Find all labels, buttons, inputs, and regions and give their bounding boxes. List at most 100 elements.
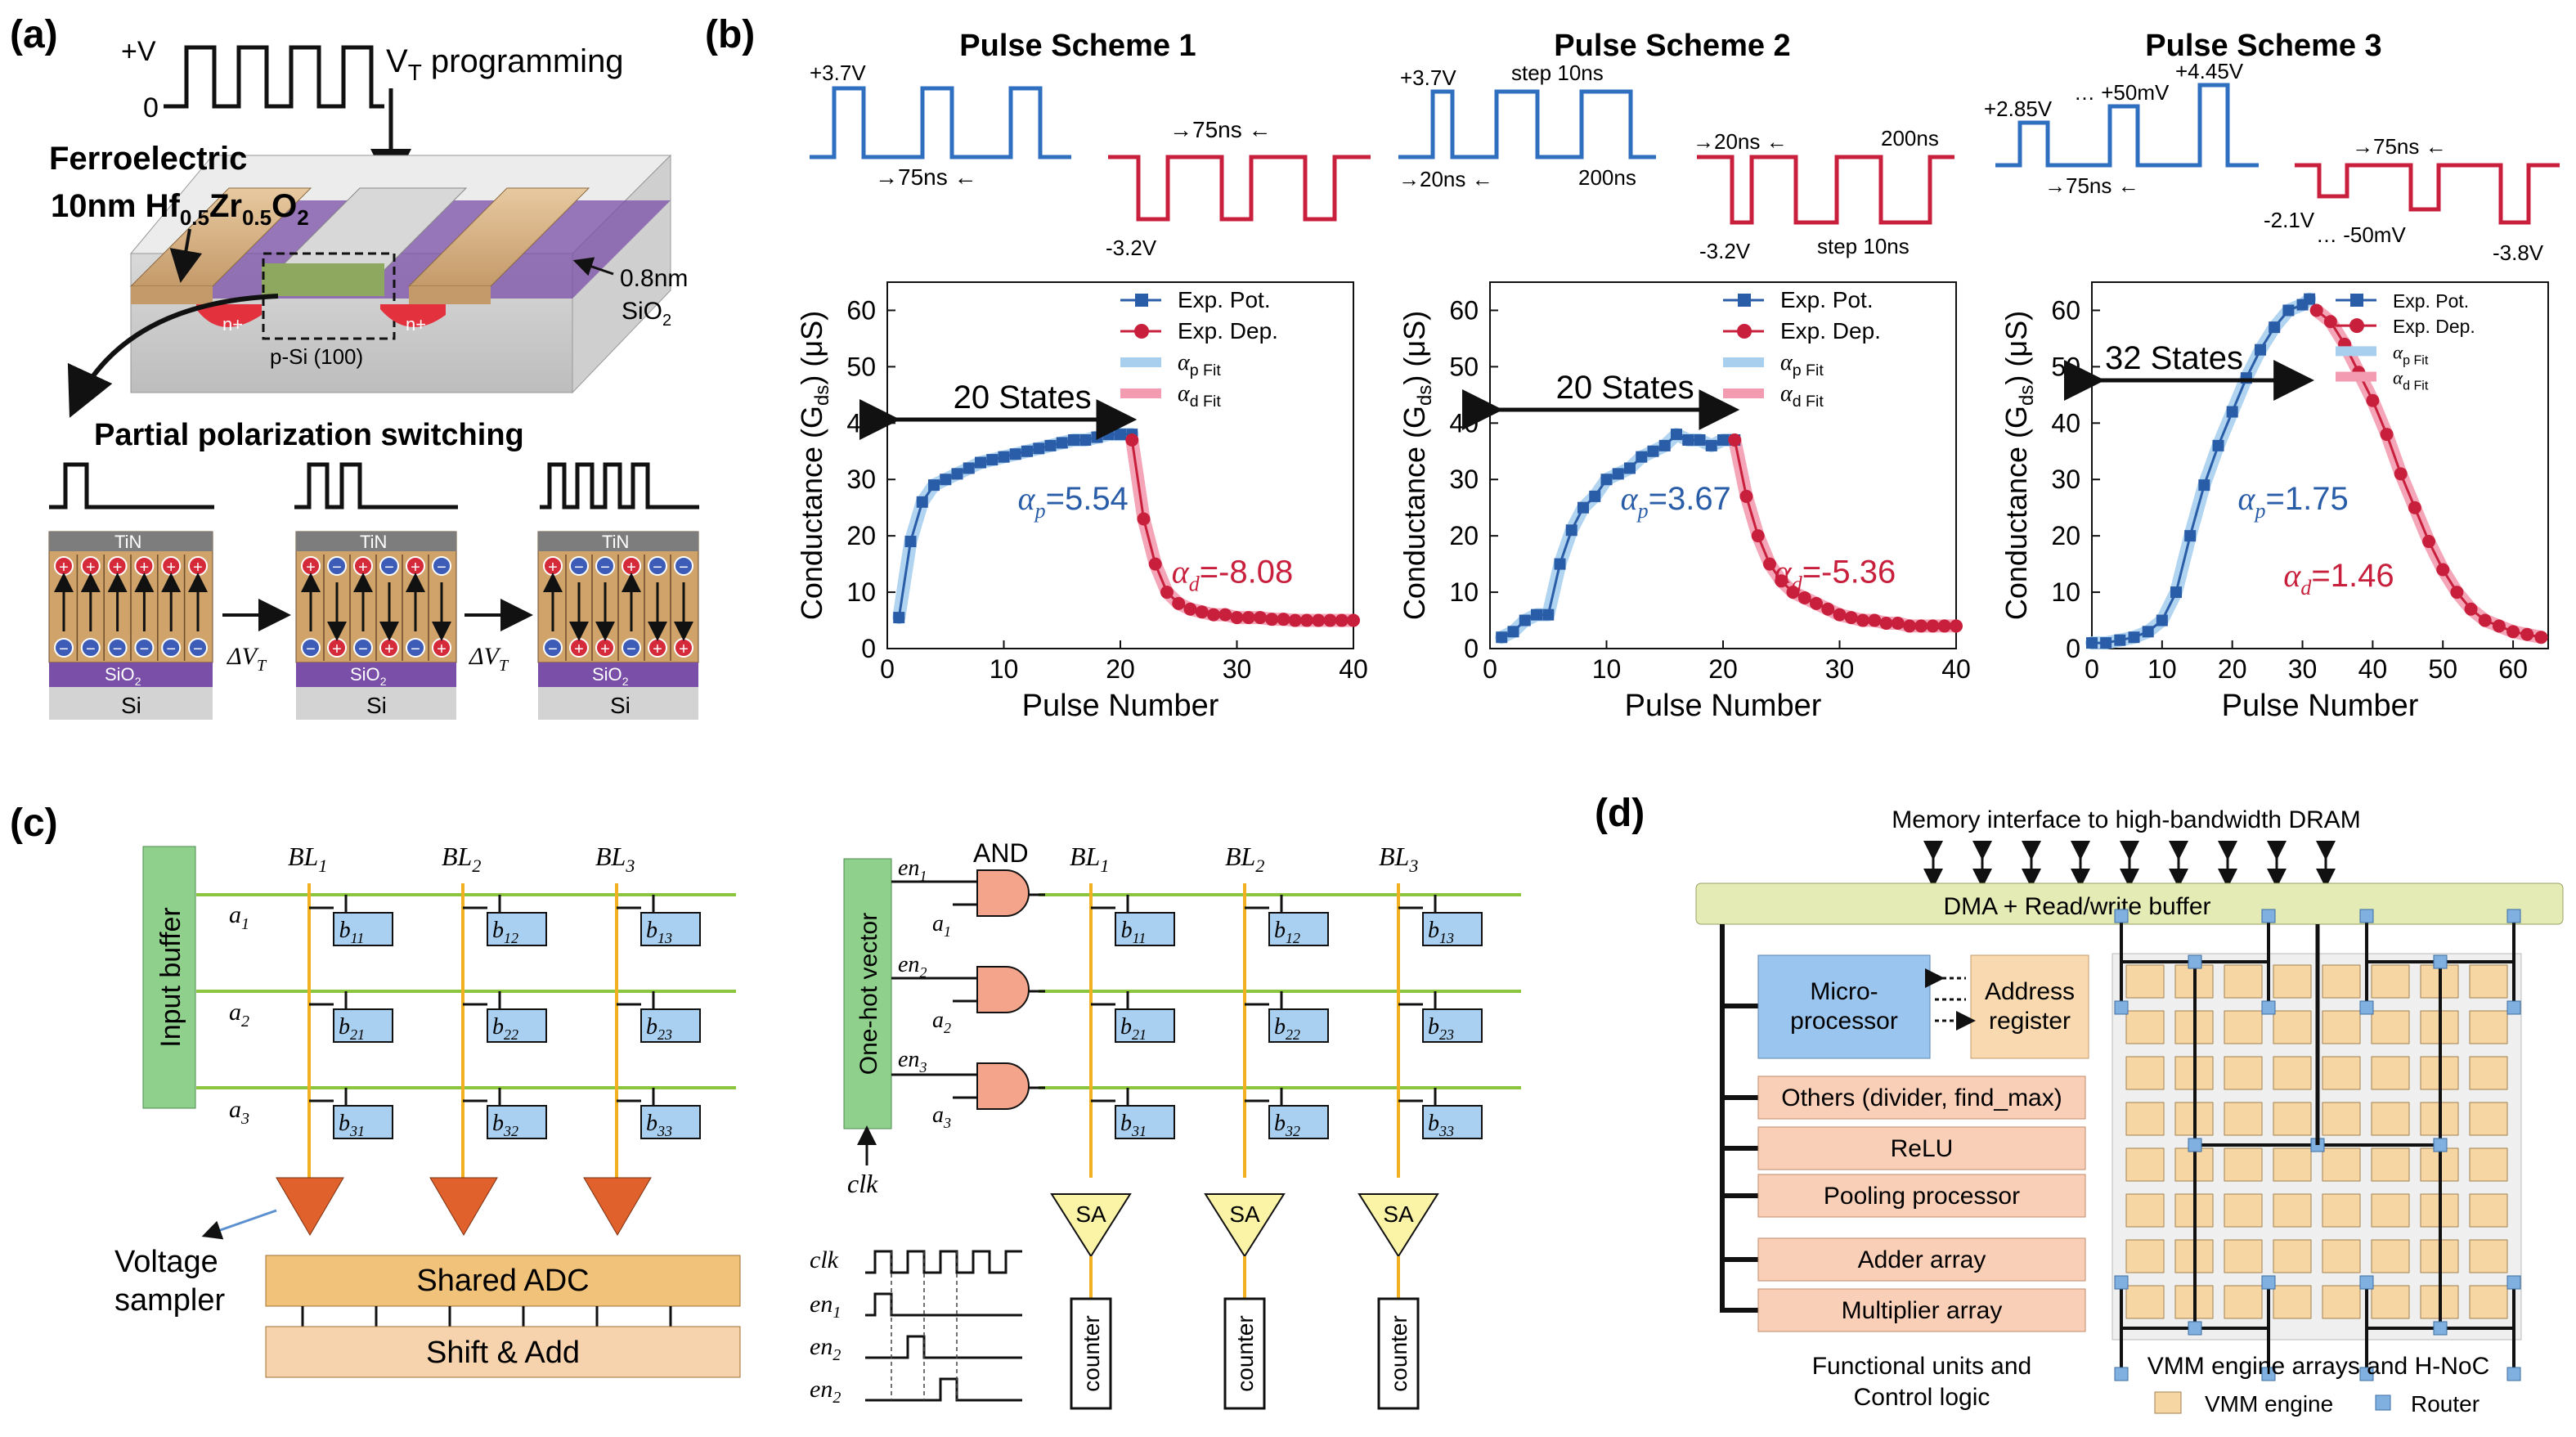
legend-vmm-swatch	[2154, 1391, 2182, 1414]
vmm-engine	[2469, 1010, 2508, 1044]
cell-label: b23	[1428, 1014, 1454, 1043]
scheme-3-label: … -50mV	[2316, 222, 2406, 247]
input-buffer-label: Input buffer	[155, 907, 186, 1047]
si-label: Si	[121, 693, 141, 718]
sio2-label: SiO2	[105, 664, 141, 688]
dep-point	[1950, 619, 1963, 633]
pot-point	[1009, 448, 1021, 460]
vmm-engine	[2322, 1193, 2361, 1228]
charge-marker	[543, 638, 563, 658]
memory-cell	[1268, 1008, 1329, 1043]
charge-sign: −	[113, 640, 123, 658]
timing-label: en1	[810, 1291, 841, 1322]
y-tick-label: 50	[846, 352, 876, 381]
scheme-3-label: +2.85V	[1984, 97, 2053, 121]
dep-point	[1728, 433, 1742, 447]
vmm-engine	[2322, 964, 2361, 999]
vmm-engine	[2273, 1010, 2312, 1044]
cell-connector	[1398, 895, 1437, 913]
dep-point	[1751, 529, 1765, 543]
pot-point	[2226, 406, 2238, 418]
cell-label: b21	[1120, 1014, 1147, 1043]
bl-label: BL1	[1070, 842, 1109, 876]
address-register-label-1: Address	[1985, 978, 2075, 1005]
pot-point	[2198, 479, 2210, 492]
dep-point	[1786, 586, 1800, 599]
charge-sign: −	[166, 640, 176, 658]
pot-point	[1658, 439, 1671, 451]
memory-cell	[640, 912, 701, 946]
legend-dep-label: Exp. Dep.	[1780, 318, 1881, 344]
dep-point	[1277, 613, 1290, 626]
router	[2359, 1367, 2374, 1381]
dep-point	[2492, 619, 2506, 633]
functional-unit-box	[1757, 1174, 2086, 1218]
cell-connector	[309, 991, 348, 1009]
delta-vt-label-1: ΔVT	[227, 643, 267, 675]
charge-marker	[406, 638, 425, 658]
dep-point	[1148, 557, 1162, 571]
cell-label: b12	[492, 918, 518, 946]
scheme-1-pot-wave	[810, 86, 1071, 159]
memory-cell	[1422, 1008, 1483, 1043]
charge-marker	[648, 556, 667, 576]
scheme-3-label: … +50mV	[2074, 80, 2170, 105]
charge-sign: −	[193, 640, 203, 658]
y-tick-label: 30	[1449, 465, 1479, 494]
legend-pot-label: Exp. Pot.	[2393, 290, 2469, 312]
substrate-label: p-Si (100)	[270, 344, 363, 369]
microprocessor-box	[1757, 954, 1931, 1059]
charge-marker	[134, 638, 155, 658]
scheme-3-label: +4.45V	[2175, 59, 2244, 83]
functional-unit-label: Others (divider, find_max)	[1781, 1084, 2062, 1111]
charge-sign: −	[358, 640, 368, 658]
bl-label: BL1	[288, 842, 327, 876]
x-tick-label: 40	[1339, 654, 1368, 684]
dep-point	[1241, 611, 1255, 625]
x-tick-label: 0	[1483, 654, 1497, 684]
memory-cell	[333, 1105, 393, 1139]
scheme-2-label: -3.2V	[1699, 239, 1751, 263]
ferro-label-1: Ferroelectric	[49, 141, 247, 177]
router	[2114, 1275, 2129, 1290]
nplus-label-left: n+	[222, 314, 243, 335]
cell-connector	[617, 1088, 655, 1106]
pot-point	[2086, 637, 2098, 649]
vmm-engine	[2371, 1010, 2410, 1044]
h-noc-tree	[2114, 909, 2521, 1381]
and-gate	[976, 869, 1030, 917]
charge-sign: +	[332, 640, 342, 658]
y-tick-label: 30	[846, 465, 876, 494]
one-hot-vector-label: One-hot vector	[855, 913, 882, 1075]
microprocessor-label-1: Micro-	[1810, 978, 1878, 1005]
dep-point	[2422, 535, 2436, 549]
vmm-engine	[2322, 1239, 2361, 1273]
x-tick-label: 20	[2218, 654, 2247, 684]
voltage-sampler-label-2: sampler	[114, 1283, 225, 1318]
tin-label: TiN	[114, 532, 141, 552]
dep-point	[1937, 619, 1951, 633]
cell-connector	[463, 895, 501, 913]
en-label: en3	[898, 1047, 927, 1076]
panel-d-label: (d)	[1595, 792, 1645, 835]
memory-cell	[640, 1008, 701, 1043]
cell-connector	[463, 991, 501, 1009]
memory-cell	[640, 1105, 701, 1139]
legend-router-swatch	[2375, 1394, 2391, 1411]
scheme-3-label: →75ns ←	[2352, 134, 2447, 159]
legend-pfit-label: αp Fit	[2393, 342, 2429, 367]
pot-point	[951, 468, 963, 480]
pulse-1	[49, 462, 214, 510]
vmm-engine	[2371, 1239, 2410, 1273]
legend-vmm-label: VMM engine	[2205, 1391, 2333, 1417]
cell-label: b21	[339, 1014, 365, 1043]
router	[2506, 1367, 2521, 1381]
charge-sign: −	[411, 640, 420, 658]
legend-dep-label: Exp. Dep.	[2393, 316, 2475, 337]
scheme-2-dep-wave	[1697, 155, 1954, 225]
charge-sign: −	[86, 640, 96, 658]
x-tick-label: 30	[1825, 654, 1855, 684]
vmm-engine	[2469, 1102, 2508, 1136]
cell-label: b11	[339, 918, 365, 946]
